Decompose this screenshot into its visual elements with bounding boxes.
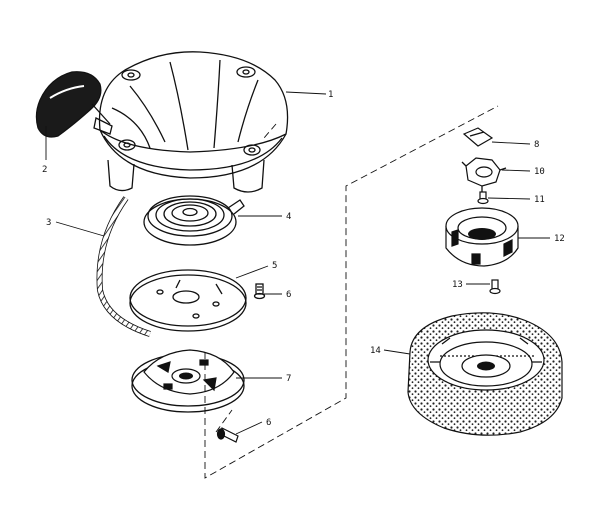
flywheel [407,312,563,436]
retainer-screw-11 [477,191,489,205]
callout-13: 13 [452,280,463,290]
starter-pawl [462,127,494,147]
leader-lines [45,91,550,435]
mounting-line [204,105,499,479]
callout-5: 5 [272,261,277,271]
callout-labels: 1 2 3 4 5 6 7 6 8 10 11 12 13 14 [42,90,565,428]
starter-handle [35,71,111,138]
callout-8: 8 [534,140,539,150]
rope-pulley [131,349,245,413]
callout-10: 10 [534,167,545,177]
starter-cup [445,207,519,267]
cup-screw [489,279,501,295]
pawl-retainer [461,157,507,192]
pulley-screw [216,427,239,443]
callout-7: 7 [286,374,291,384]
starter-housing [93,51,289,193]
callout-11: 11 [534,195,545,205]
callout-1: 1 [328,90,333,100]
callout-12: 12 [554,234,565,244]
recoil-spring [143,195,245,246]
spring-retainer-plate [129,269,247,332]
callout-6a: 6 [286,290,291,300]
callout-6b: 6 [266,418,271,428]
callout-3: 3 [46,218,51,228]
starter-rope [96,196,151,337]
callout-4: 4 [286,212,291,222]
retainer-screw [253,283,266,300]
callout-14: 14 [370,346,381,356]
callout-2: 2 [42,165,47,175]
